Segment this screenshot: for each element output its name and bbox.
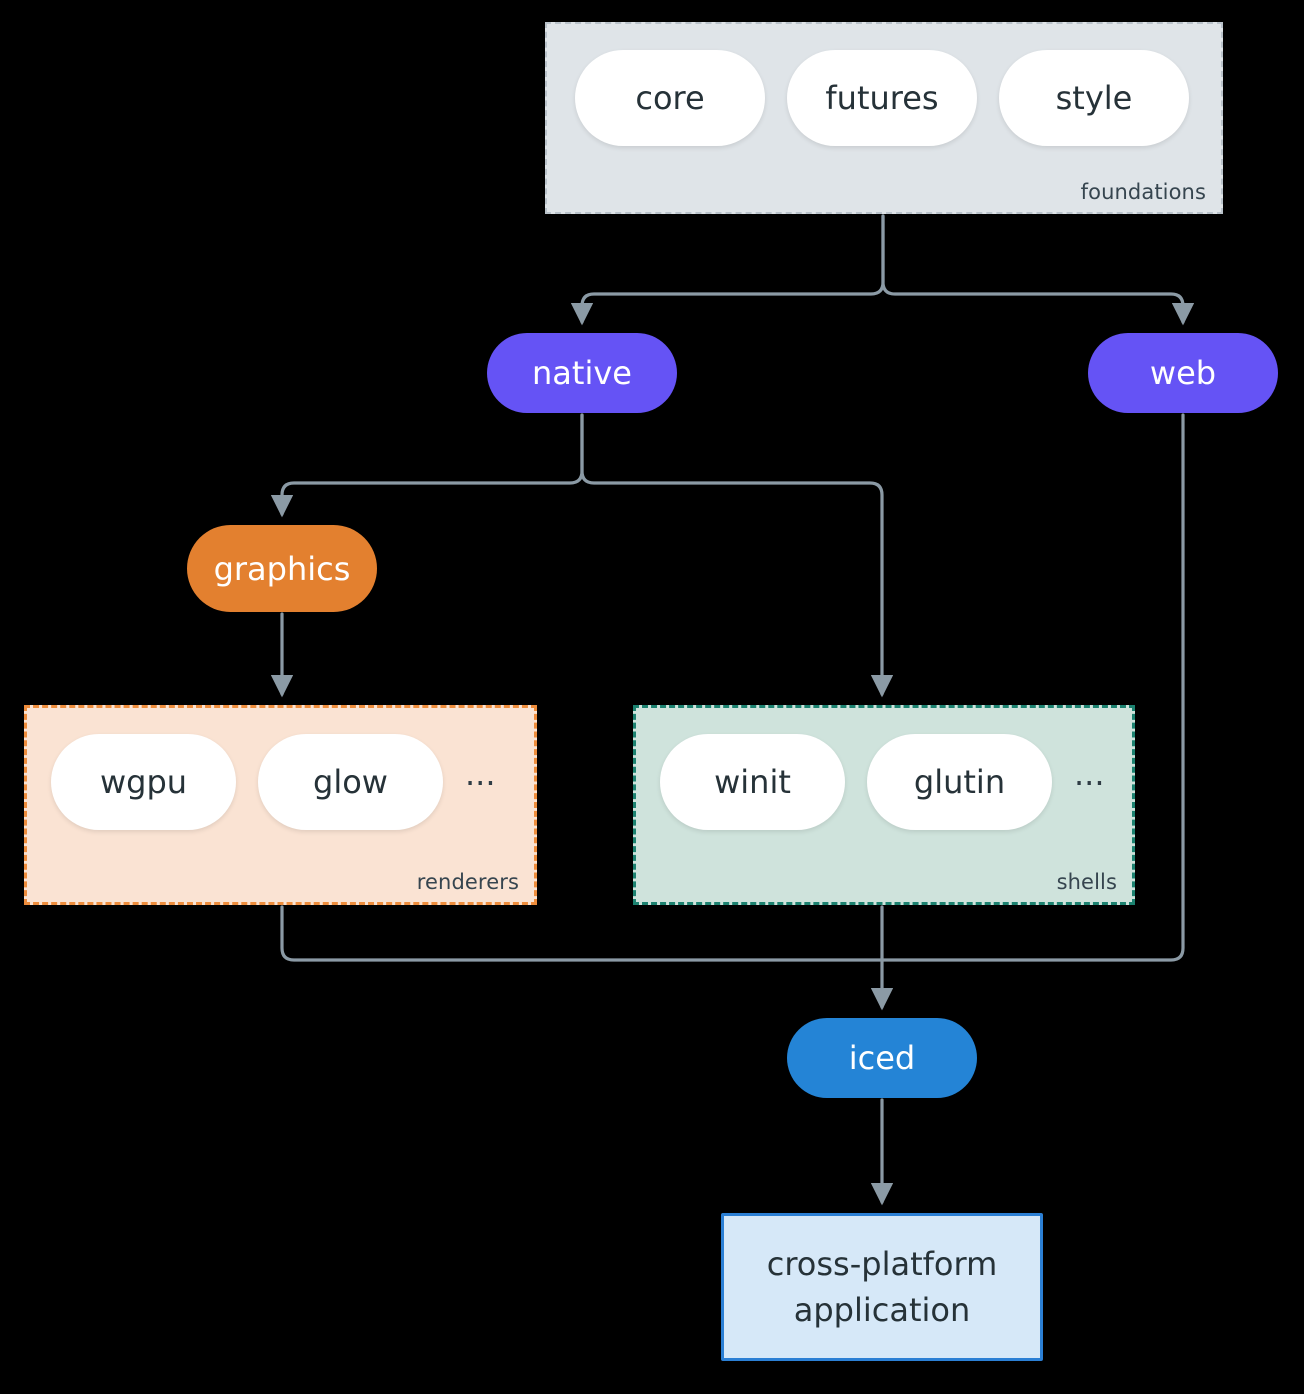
leaf-style[interactable]: style [999, 50, 1189, 146]
group-renderers: wgpu glow ... renderers [24, 705, 537, 905]
renderers-pill-row: wgpu glow ... [51, 734, 496, 830]
node-web[interactable]: web [1088, 333, 1278, 413]
node-graphics[interactable]: graphics [187, 525, 377, 612]
edge-native-graphics [270, 413, 584, 518]
application-label-line1: cross-platform [766, 1244, 998, 1283]
group-shells: winit glutin ... shells [633, 705, 1135, 905]
leaf-winit[interactable]: winit [660, 734, 845, 830]
group-label-foundations: foundations [1080, 180, 1206, 204]
group-label-renderers: renderers [416, 870, 519, 894]
leaf-glutin[interactable]: glutin [867, 734, 1052, 830]
group-label-shells: shells [1056, 870, 1117, 894]
node-application[interactable]: cross-platform application [721, 1213, 1043, 1361]
leaf-wgpu[interactable]: wgpu [51, 734, 236, 830]
leaf-glow[interactable]: glow [258, 734, 443, 830]
node-iced[interactable]: iced [787, 1018, 977, 1098]
node-native[interactable]: native [487, 333, 677, 413]
renderers-ellipsis: ... [465, 755, 496, 794]
group-foundations: core futures style foundations [545, 22, 1223, 214]
shells-ellipsis: ... [1074, 755, 1105, 794]
foundations-pill-row: core futures style [575, 50, 1189, 146]
shells-pill-row: winit glutin ... [660, 734, 1105, 830]
edge-foundations-native [570, 214, 885, 326]
leaf-futures[interactable]: futures [787, 50, 977, 146]
edge-native-shells [580, 413, 894, 698]
application-label-line2: application [793, 1291, 971, 1329]
leaf-core[interactable]: core [575, 50, 765, 146]
edge-foundations-web [881, 214, 1195, 326]
edge-renderers-iced [280, 905, 884, 962]
